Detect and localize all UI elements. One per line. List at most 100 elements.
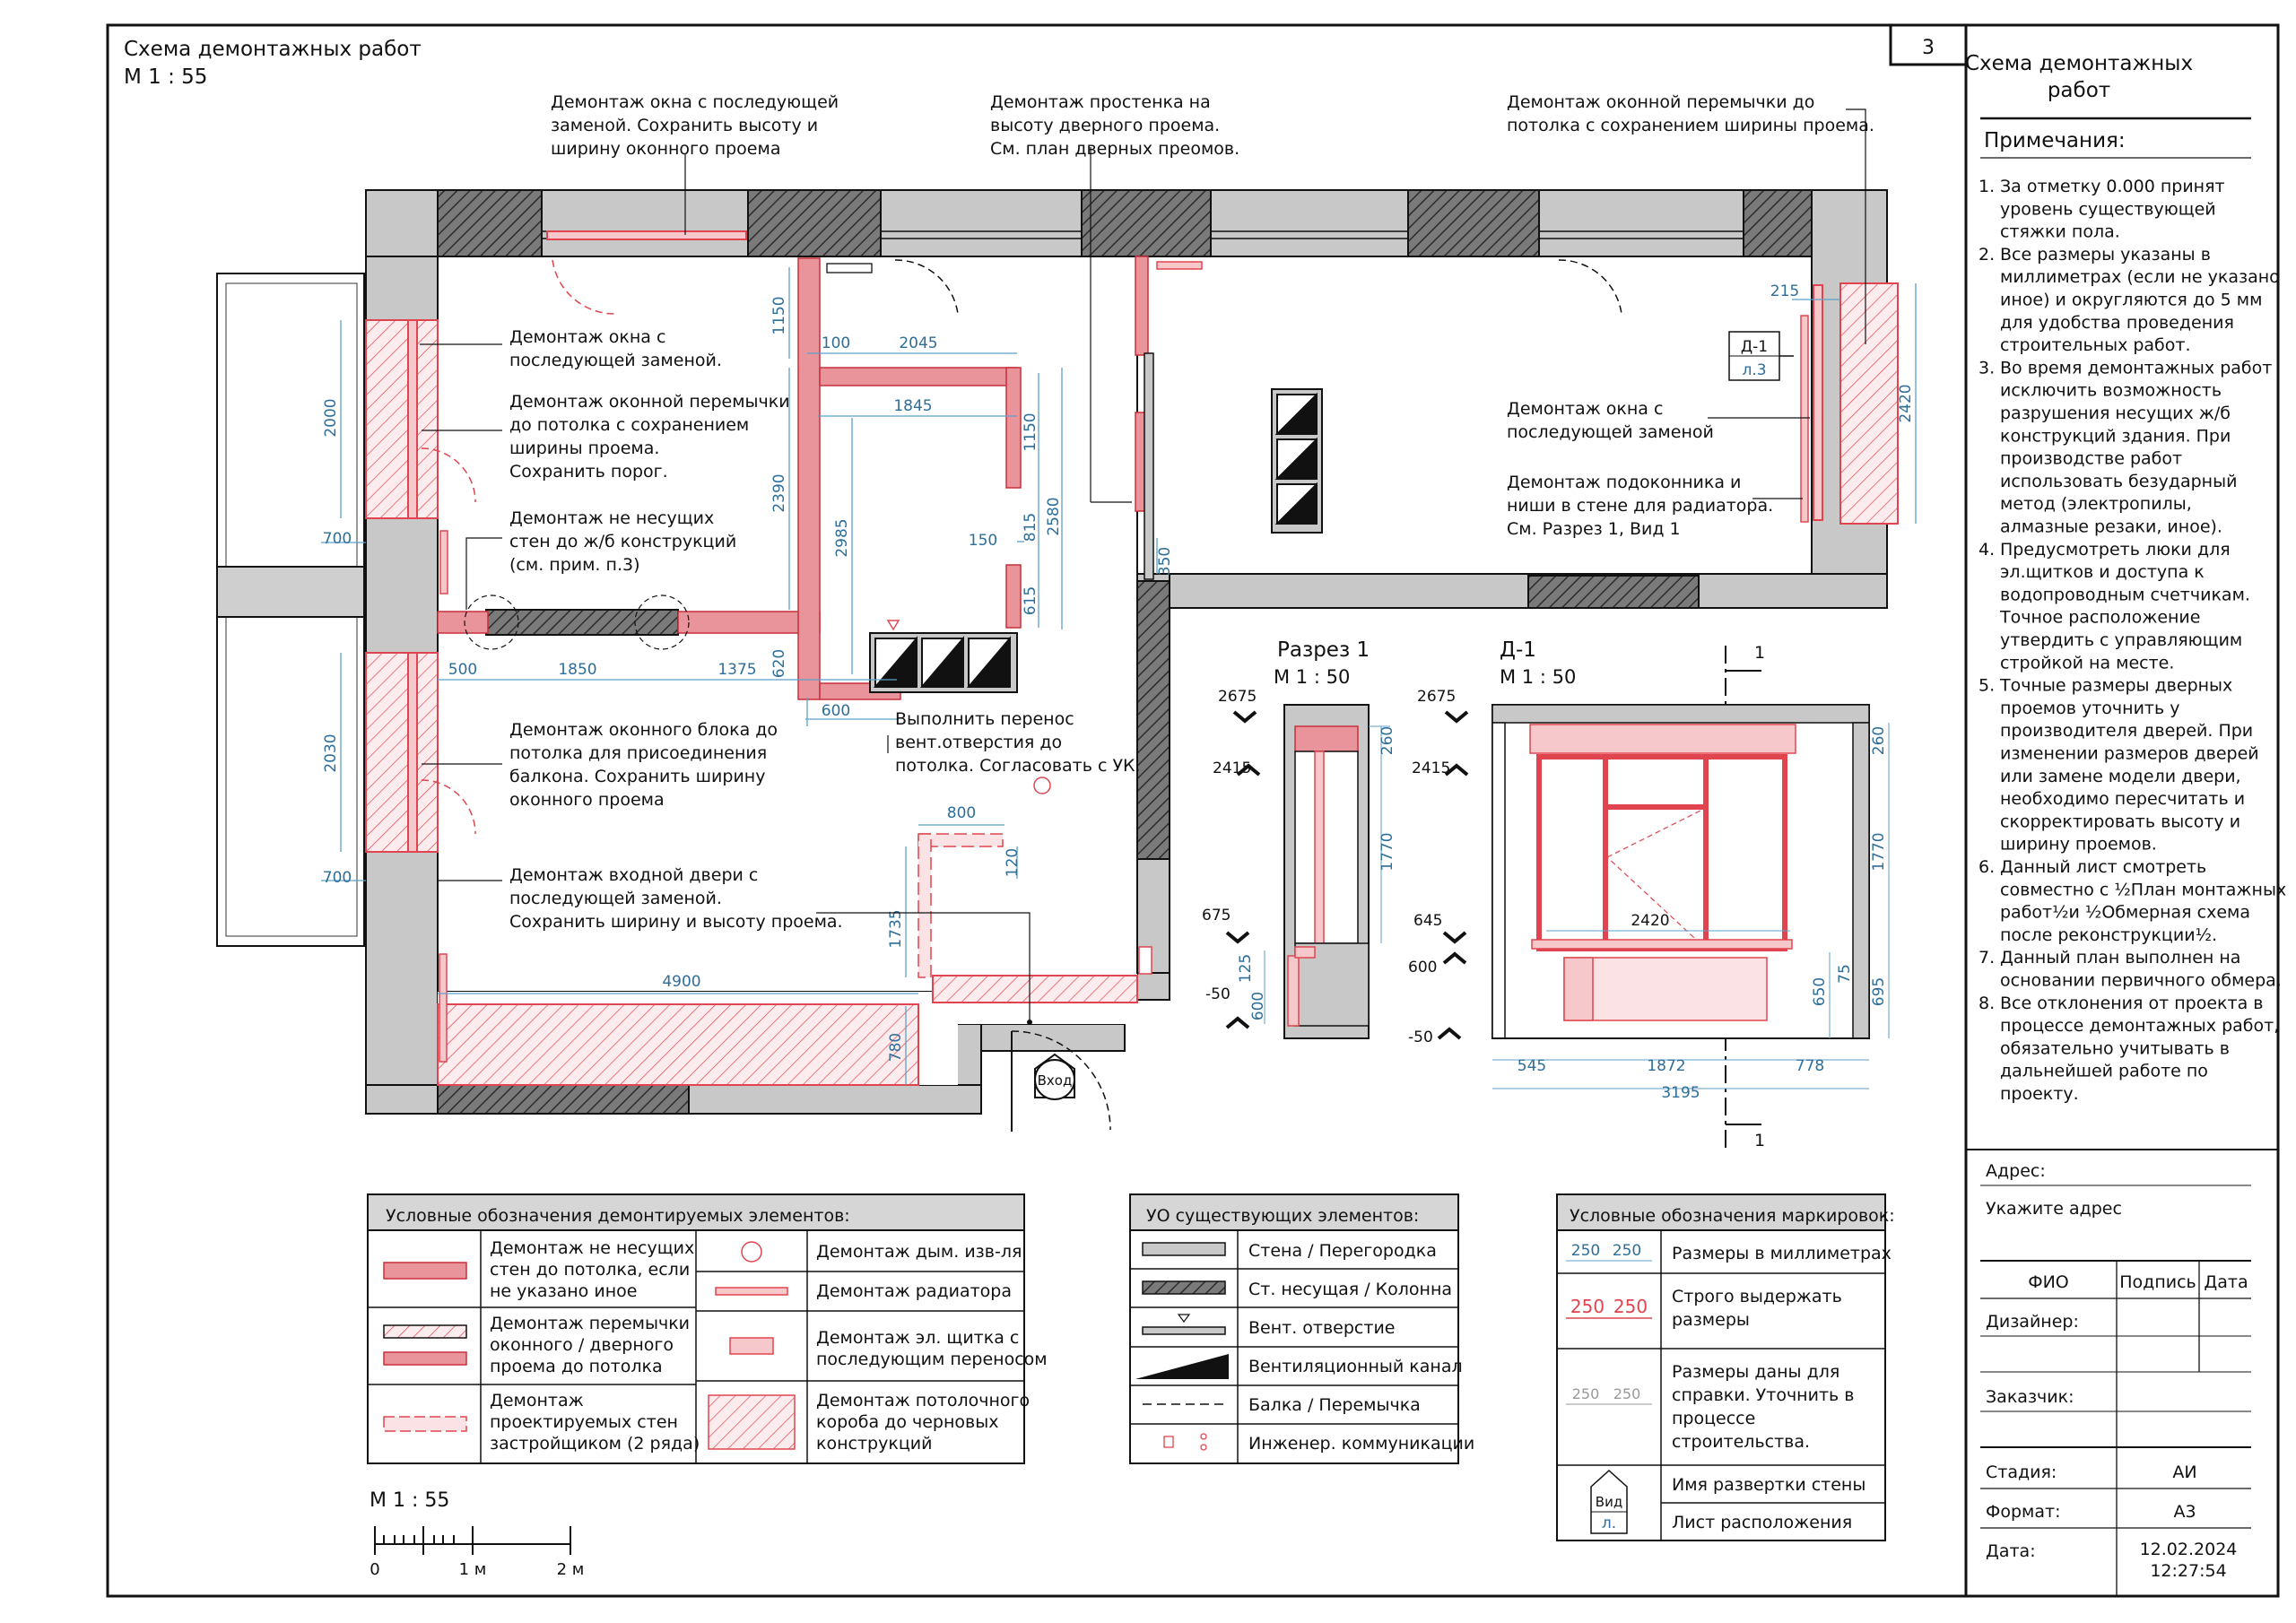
- view-level-2415: 2415: [1412, 759, 1450, 777]
- title-block-name-1: Схема демонтажных: [1965, 52, 2193, 75]
- svg-text:ширину оконного проема: ширину оконного проема: [551, 139, 780, 159]
- legend-item-3-line-1: Демонтаж: [490, 1391, 584, 1410]
- section-dim-1770: 1770: [1378, 832, 1396, 871]
- svg-text:Сохранить порог.: Сохранить порог.: [509, 462, 668, 482]
- note-line: миллиметрах (если не указано: [2000, 267, 2280, 287]
- dim-2000: 2000: [322, 398, 340, 437]
- note-line: основании первичного обмера.: [2000, 971, 2282, 991]
- dim-350: 350: [1156, 547, 1174, 576]
- sheet-title: Схема демонтажных работ: [124, 38, 422, 61]
- note-line: проекту.: [2000, 1084, 2079, 1104]
- view-level-645: 645: [1413, 912, 1442, 930]
- legend-demolition: Условные обозначения демонтируемых элеме…: [367, 1193, 1048, 1464]
- customer-label: Заказчик:: [1986, 1387, 2074, 1407]
- smoke-detector-icon: [1033, 777, 1051, 794]
- date-value: 12.02.2024: [2140, 1540, 2238, 1559]
- view-tag-sheet: л.3: [1742, 361, 1766, 379]
- legend-item-2-line-3: проема до потолка: [490, 1357, 663, 1376]
- section-dim-260: 260: [1378, 726, 1396, 755]
- legend-existing-item-5: Балка / Перемычка: [1248, 1395, 1421, 1415]
- dim-500: 500: [448, 661, 477, 679]
- dim-615: 615: [1022, 586, 1039, 615]
- wall-name-tag-icon: Вид л.: [1590, 1469, 1628, 1534]
- section-title: Разрез 1: [1277, 638, 1370, 662]
- designer-label: Дизайнер:: [1986, 1312, 2079, 1332]
- note-number: 3.: [1979, 358, 1995, 378]
- window-frame-left-1: [407, 319, 418, 519]
- scale-bar: М 1 : 55 0 1 м 2 м: [370, 1489, 584, 1579]
- note-line: За отметку 0.000 принят: [2000, 177, 2225, 196]
- level-markers: [1225, 710, 1261, 1029]
- svg-text:Демонтаж входной двери с: Демонтаж входной двери с: [509, 865, 758, 885]
- dim-815: 815: [1022, 513, 1039, 542]
- legend-item-1-line-3: не указано иное: [490, 1281, 637, 1301]
- callout-6: Демонтаж не несущих стен до ж/б конструкц…: [509, 508, 736, 575]
- detail-circle-2: [634, 595, 690, 650]
- dim-215: 215: [1770, 282, 1799, 300]
- svg-text:ниши в стене для радиатора.: ниши в стене для радиатора.: [1507, 496, 1773, 516]
- note-line: эл.щитков и доступа к: [2000, 562, 2205, 582]
- note-line: необходимо пересчитать и: [2000, 789, 2245, 809]
- format-label: Формат:: [1986, 1502, 2061, 1522]
- svg-text:последующей заменой: последующей заменой: [1507, 422, 1714, 442]
- marker-item-3-line-2: справки. Уточнить в: [1672, 1385, 1854, 1405]
- balcony: [216, 273, 365, 947]
- window-frame-left-2: [407, 652, 418, 853]
- svg-text:заменой. Сохранить высоту и: заменой. Сохранить высоту и: [551, 116, 818, 135]
- demolish-window-top: [546, 230, 747, 240]
- note-line: использовать безударный: [2000, 472, 2237, 491]
- legend-item-7-line-3: конструкций: [816, 1434, 932, 1454]
- svg-text:Демонтаж оконной перемычки: Демонтаж оконной перемычки: [509, 392, 790, 412]
- dim-600: 600: [822, 702, 850, 720]
- view-dim-545: 545: [1518, 1057, 1546, 1075]
- legend-item-3-line-2: проектируемых стен: [490, 1412, 678, 1432]
- svg-text:Демонтаж не несущих: Демонтаж не несущих: [509, 508, 714, 528]
- view-dim-650: 650: [1811, 977, 1829, 1006]
- bearing-columns: [437, 189, 1813, 1115]
- view-level-600: 600: [1408, 959, 1437, 976]
- marker-item-1: Размеры в миллиметрах: [1672, 1244, 1892, 1263]
- note-number: 7.: [1979, 948, 1995, 968]
- note-line: совместно с ½План монтажных: [2000, 880, 2286, 899]
- note-line: ширину проемов.: [2000, 835, 2157, 855]
- doors: [421, 259, 616, 835]
- note-line: Все размеры указаны в: [2000, 245, 2211, 265]
- legend-item-7-line-2: короба до черновых: [816, 1412, 998, 1432]
- svg-text:Демонтаж окна с: Демонтаж окна с: [1507, 399, 1663, 419]
- note-line: для удобства проведения: [2000, 313, 2234, 333]
- stage-label: Стадия:: [1986, 1462, 2057, 1482]
- note-line: процессе демонтажных работ,: [2000, 1016, 2279, 1036]
- utility-icon-1: [826, 263, 873, 273]
- svg-text:потолка с сохранением ширины п: потолка с сохранением ширины проема.: [1507, 116, 1874, 135]
- note-number: 8.: [1979, 994, 1995, 1013]
- legend-existing-item-6: Инженер. коммуникации: [1248, 1434, 1474, 1454]
- vent-hole-icon: [886, 620, 900, 631]
- sheet-scale: М 1 : 55: [124, 65, 207, 89]
- radiator-corridor: [439, 530, 448, 595]
- svg-text:См. план дверных преомов.: См. план дверных преомов.: [990, 139, 1239, 159]
- svg-text:стен до ж/б конструкций: стен до ж/б конструкций: [509, 532, 736, 551]
- view-level-2675: 2675: [1417, 688, 1456, 706]
- svg-text:(см. прим. п.3): (см. прим. п.3): [509, 555, 639, 575]
- dim-120: 120: [1004, 848, 1022, 877]
- legend-item-5: Демонтаж радиатора: [816, 1281, 1012, 1301]
- note-line: метод (электропилы,: [2000, 494, 2192, 514]
- svg-text:последующей заменой.: последующей заменой.: [509, 889, 722, 908]
- marker-item-3-line-1: Размеры даны для: [1672, 1362, 1839, 1382]
- marker-sample-red-1: 250: [1570, 1296, 1605, 1317]
- date-label: Дата:: [1986, 1541, 2036, 1561]
- legend-item-2-line-1: Демонтаж перемычки: [490, 1314, 690, 1333]
- demolish-left-walls: [365, 282, 1899, 1086]
- legend-existing: УО существующих элементов: Стена / Перег…: [1129, 1193, 1474, 1464]
- radiator-left: [439, 953, 448, 1063]
- note-line: уровень существующей: [2000, 199, 2216, 219]
- title-block-name-2: работ: [2048, 79, 2110, 102]
- note-line: алмазные резаки, иное).: [2000, 517, 2222, 537]
- dim-2420: 2420: [1897, 384, 1915, 422]
- dim-700a: 700: [323, 530, 352, 548]
- legend-item-6-line-2: последующим переносом: [816, 1350, 1048, 1369]
